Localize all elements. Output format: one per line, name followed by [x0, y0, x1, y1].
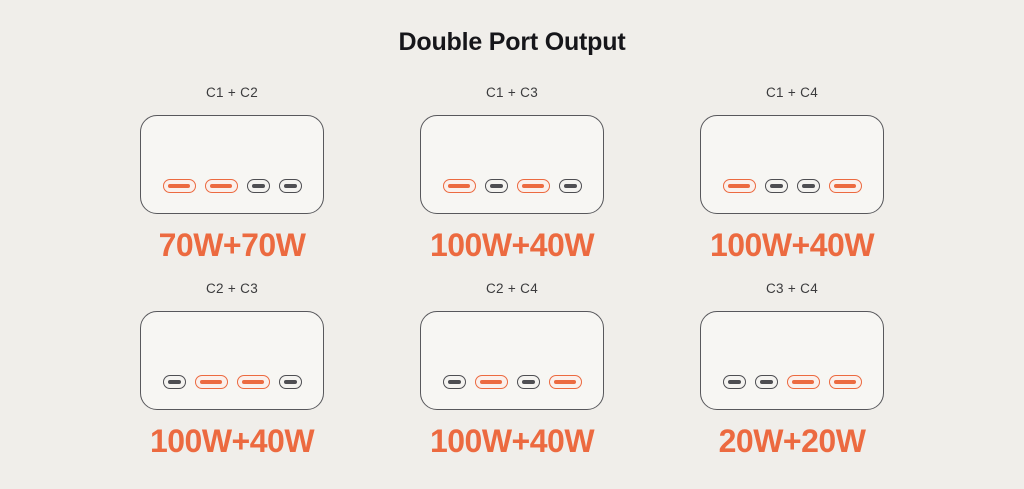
power-bank-body	[700, 311, 884, 410]
usb-c-port-icon-c2[interactable]	[754, 375, 778, 389]
usb-c-port-icon-c4[interactable]	[828, 179, 862, 193]
port-combination-card: C2 + C4 100W+40W	[372, 280, 652, 476]
usb-c-port-inner	[769, 183, 783, 189]
combination-label: C1 + C4	[766, 85, 818, 100]
usb-c-port-inner	[521, 379, 535, 385]
port-combination-card: C1 + C4 100W+40W	[652, 84, 932, 280]
wattage-output-label: 70W+70W	[158, 227, 306, 263]
usb-c-port-inner	[283, 183, 297, 189]
usb-c-port-inner	[554, 379, 576, 385]
usb-c-port-icon-c2[interactable]	[474, 375, 508, 389]
port-combination-grid: C1 + C2 70W+70W C1 + C3 100W+40W C1 + C4 100W…	[92, 84, 932, 476]
usb-c-port-inner	[489, 183, 503, 189]
wattage-output-label: 100W+40W	[429, 423, 595, 459]
power-bank-body	[420, 311, 604, 410]
usb-c-port-icon-c4[interactable]	[278, 375, 302, 389]
usb-port-row	[141, 375, 323, 389]
usb-c-port-inner	[283, 379, 297, 385]
usb-c-port-inner	[792, 379, 814, 385]
power-bank-body	[700, 115, 884, 214]
usb-c-port-icon-c4[interactable]	[828, 375, 862, 389]
usb-c-port-inner	[728, 183, 750, 189]
usb-c-port-inner	[167, 379, 181, 385]
usb-c-port-icon-c2[interactable]	[764, 179, 788, 193]
usb-c-port-inner	[834, 183, 856, 189]
usb-port-row	[701, 375, 883, 389]
power-bank-body	[140, 311, 324, 410]
usb-c-port-inner	[210, 183, 232, 189]
usb-c-port-icon-c4[interactable]	[278, 179, 302, 193]
usb-c-port-inner	[834, 379, 856, 385]
usb-c-port-icon-c4[interactable]	[558, 179, 582, 193]
usb-c-port-icon-c1[interactable]	[162, 375, 186, 389]
usb-c-port-icon-c2[interactable]	[194, 375, 228, 389]
usb-c-port-icon-c3[interactable]	[786, 375, 820, 389]
page-title: Double Port Output	[398, 28, 626, 56]
port-combination-card: C1 + C3 100W+40W	[372, 84, 652, 280]
usb-c-port-icon-c3[interactable]	[246, 179, 270, 193]
wattage-output-label: 100W+40W	[429, 227, 595, 263]
usb-c-port-inner	[168, 183, 190, 189]
usb-c-port-icon-c3[interactable]	[516, 179, 550, 193]
usb-c-port-icon-c3[interactable]	[796, 179, 820, 193]
usb-port-row	[421, 375, 603, 389]
usb-c-port-inner	[522, 183, 544, 189]
usb-c-port-icon-c1[interactable]	[442, 375, 466, 389]
usb-c-port-inner	[480, 379, 502, 385]
wattage-output-label: 100W+40W	[709, 227, 875, 263]
usb-c-port-inner	[242, 379, 264, 385]
wattage-output-label: 20W+20W	[718, 423, 866, 459]
usb-c-port-inner	[447, 379, 461, 385]
usb-c-port-inner	[251, 183, 265, 189]
usb-c-port-inner	[801, 183, 815, 189]
power-bank-body	[140, 115, 324, 214]
usb-c-port-icon-c1[interactable]	[442, 179, 476, 193]
power-bank-body	[420, 115, 604, 214]
usb-c-port-inner	[448, 183, 470, 189]
combination-label: C1 + C3	[486, 85, 538, 100]
usb-c-port-inner	[759, 379, 773, 385]
usb-c-port-icon-c3[interactable]	[516, 375, 540, 389]
usb-c-port-icon-c1[interactable]	[722, 375, 746, 389]
combination-label: C2 + C3	[206, 281, 258, 296]
usb-port-row	[141, 179, 323, 193]
usb-c-port-inner	[727, 379, 741, 385]
usb-port-row	[701, 179, 883, 193]
usb-c-port-inner	[563, 183, 577, 189]
usb-c-port-icon-c3[interactable]	[236, 375, 270, 389]
combination-label: C3 + C4	[766, 281, 818, 296]
usb-c-port-icon-c2[interactable]	[204, 179, 238, 193]
wattage-output-label: 100W+40W	[149, 423, 315, 459]
combination-label: C2 + C4	[486, 281, 538, 296]
usb-c-port-icon-c1[interactable]	[722, 179, 756, 193]
port-combination-card: C3 + C4 20W+20W	[652, 280, 932, 476]
combination-label: C1 + C2	[206, 85, 258, 100]
usb-port-row	[421, 179, 603, 193]
port-combination-card: C1 + C2 70W+70W	[92, 84, 372, 280]
usb-c-port-icon-c4[interactable]	[548, 375, 582, 389]
usb-c-port-icon-c2[interactable]	[484, 179, 508, 193]
usb-c-port-icon-c1[interactable]	[162, 179, 196, 193]
usb-c-port-inner	[200, 379, 222, 385]
port-combination-card: C2 + C3 100W+40W	[92, 280, 372, 476]
